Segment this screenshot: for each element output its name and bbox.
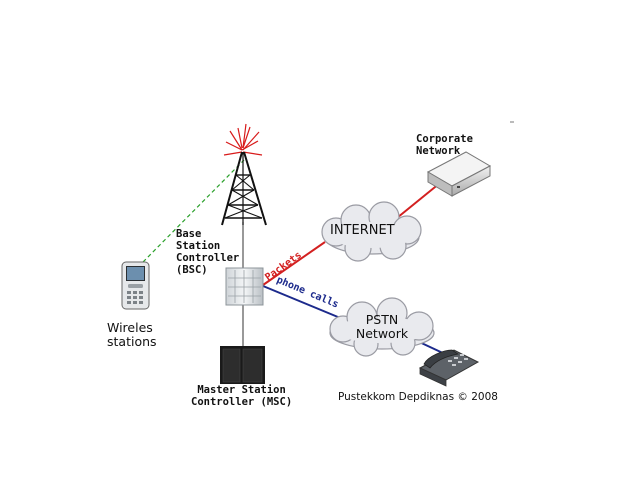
packets-link bbox=[262, 241, 326, 286]
msc-cabinet-icon bbox=[220, 346, 265, 384]
phone-calls-link bbox=[262, 285, 351, 323]
msc-label: Master Station Controller (MSC) bbox=[191, 384, 293, 408]
pstn-cloud-icon bbox=[329, 297, 435, 357]
pstn-network-label: PSTN Network bbox=[355, 312, 409, 341]
wireless-stations-label: Wireles stations bbox=[107, 320, 157, 349]
internet-label: INTERNET bbox=[330, 223, 395, 238]
desk-phone-icon bbox=[418, 349, 480, 387]
mobile-phone-icon bbox=[121, 261, 150, 310]
router-icon bbox=[426, 151, 492, 197]
antenna-signal-icon bbox=[223, 123, 263, 156]
internet-corporate-link bbox=[391, 182, 441, 223]
wireless-link bbox=[142, 159, 245, 263]
bsc-rack-icon bbox=[225, 267, 264, 306]
credit-label: Pustekkom Depdiknas © 2008 bbox=[338, 391, 498, 403]
corporate-network-label: Corporate Network bbox=[416, 133, 473, 157]
bsc-label: Base Station Controller (BSC) bbox=[176, 228, 240, 276]
internet-cloud-icon bbox=[321, 201, 422, 262]
tower-icon bbox=[221, 151, 267, 226]
